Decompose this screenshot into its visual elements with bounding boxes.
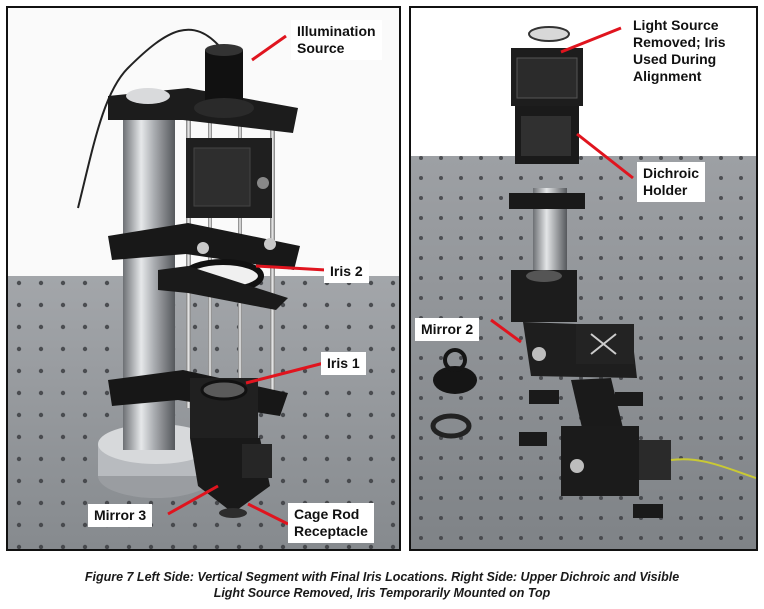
label-mirror-3: Mirror 3: [88, 504, 153, 527]
right-photo-illustration: [411, 8, 756, 549]
right-photo-panel: Light Source Removed; Iris Used During A…: [409, 6, 758, 551]
label-iris-1: Iris 1: [321, 352, 366, 375]
left-photo-illustration: [8, 8, 399, 549]
left-photo-panel: Illumination Source Iris 2 Iris 1 Mirror…: [6, 6, 401, 551]
figure-caption: Figure 7 Left Side: Vertical Segment wit…: [0, 569, 764, 601]
label-dichroic-holder: Dichroic Holder: [637, 162, 706, 202]
label-iris-2: Iris 2: [324, 260, 369, 283]
label-light-source-removed: Light Source Removed; Iris Used During A…: [627, 14, 732, 88]
caption-line-2: Light Source Removed, Iris Temporarily M…: [213, 586, 551, 600]
label-illumination-source: Illumination Source: [291, 20, 382, 60]
label-cage-rod-receptacle: Cage Rod Receptacle: [288, 503, 374, 543]
label-mirror-2: Mirror 2: [415, 318, 480, 341]
caption-line-1: Figure 7 Left Side: Vertical Segment wit…: [84, 570, 680, 584]
